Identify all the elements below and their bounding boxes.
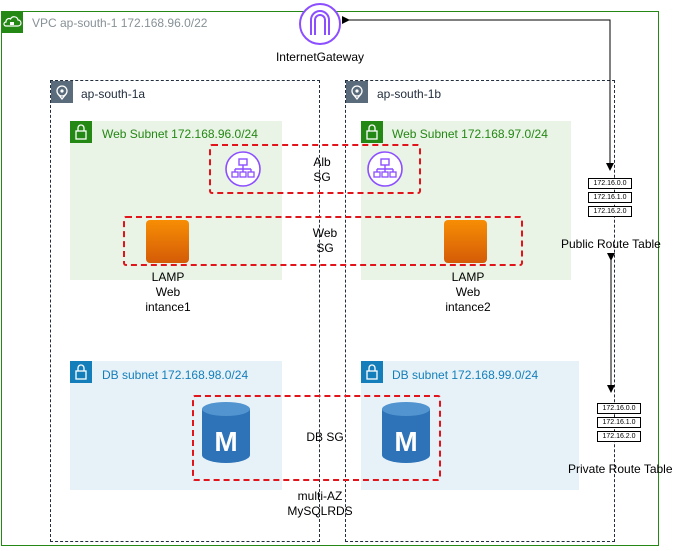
- rds-line2: MySQLRDS: [287, 504, 353, 518]
- instance2-line2: Web: [455, 285, 481, 299]
- vpc-label: VPC ap-south-1 172.168.96.0/22: [32, 16, 208, 30]
- private-route-table: 172.16.0.0 172.16.1.0 172.16.2.0: [597, 403, 641, 442]
- az-a-label: ap-south-1a: [81, 87, 146, 101]
- db-subnet-b-label: DB subnet 172.168.99.0/24: [392, 368, 539, 382]
- lock-icon: [70, 361, 92, 383]
- route-entry: 172.16.1.0: [597, 417, 641, 428]
- alb-sg-label: Alb SG: [302, 155, 342, 185]
- rds-database-icon: M: [380, 401, 432, 465]
- lock-icon: [70, 121, 92, 143]
- rds-database-icon: M: [200, 401, 252, 465]
- cloud-lock-icon: [1, 11, 23, 33]
- web-sg-label: Web SG: [305, 226, 345, 256]
- db-security-group: [192, 395, 441, 481]
- az-a-container: [50, 80, 320, 542]
- alb-sg-line1: Alb: [313, 155, 331, 169]
- svg-text:M: M: [394, 426, 417, 457]
- db-subnet-a-label: DB subnet 172.168.98.0/24: [102, 368, 249, 382]
- route-entry: 172.16.0.0: [597, 403, 641, 414]
- web-subnet-a-label: Web Subnet 172.168.96.0/24: [102, 127, 258, 141]
- db-sg-label: DB SG: [306, 430, 344, 444]
- instance2-line3: intance2: [445, 300, 491, 314]
- instance2-line1: LAMP: [451, 270, 485, 284]
- instance1-line1: LAMP: [151, 270, 185, 284]
- route-entry: 172.16.2.0: [588, 206, 632, 217]
- ec2-instance-icon: [146, 220, 189, 263]
- public-route-table: 172.16.0.0 172.16.1.0 172.16.2.0: [588, 178, 632, 217]
- rds-label: multi-AZ MySQLRDS: [270, 489, 370, 519]
- alb-sg-line2: SG: [313, 170, 331, 184]
- web-security-group: [123, 216, 523, 266]
- route-entry: 172.16.2.0: [597, 431, 641, 442]
- location-pin-icon: [51, 81, 73, 103]
- internet-gateway-icon: [297, 2, 343, 46]
- lock-icon: [361, 361, 383, 383]
- gateway-to-public-rt-arrow: [342, 16, 614, 171]
- instance2-label: LAMP Web intance2: [428, 270, 508, 315]
- svg-text:M: M: [214, 426, 237, 457]
- route-entry: 172.16.0.0: [588, 178, 632, 189]
- web-sg-line1: Web: [312, 226, 338, 240]
- instance1-line2: Web: [155, 285, 181, 299]
- public-route-table-label: Public Route Table: [561, 237, 661, 251]
- private-route-table-label: Private Route Table: [568, 462, 673, 476]
- instance1-label: LAMP Web intance1: [128, 270, 208, 315]
- web-sg-line2: SG: [316, 241, 334, 255]
- instance1-line3: intance1: [145, 300, 191, 314]
- rds-line1: multi-AZ: [297, 489, 343, 503]
- load-balancer-icon: [224, 150, 262, 188]
- route-entry: 172.16.1.0: [588, 192, 632, 203]
- ec2-instance-icon: [444, 220, 487, 263]
